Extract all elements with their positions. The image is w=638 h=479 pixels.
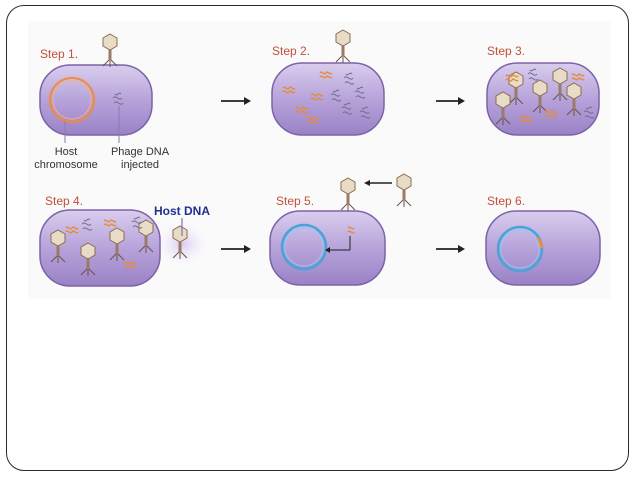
integrated-dna-segment xyxy=(536,237,544,249)
phage-dna-label-2: injected xyxy=(121,159,159,171)
host-dna-label: Host DNA xyxy=(154,204,210,218)
step-6-label: Step 6. xyxy=(487,194,525,208)
step-6-cell xyxy=(485,210,601,286)
arrow-icon xyxy=(436,97,465,105)
phage-dna-label-1: Phage DNA xyxy=(111,146,170,158)
phage-icon xyxy=(340,177,356,212)
arrow-icon xyxy=(436,245,465,253)
arrow-icon xyxy=(221,245,251,253)
bacterial-chromosome-ring xyxy=(280,223,328,271)
step-4-cell xyxy=(39,209,212,287)
host-chromosome-label-1: Host xyxy=(55,146,78,158)
step-2-label: Step 2. xyxy=(272,44,310,58)
arrow-icon xyxy=(221,97,251,105)
phage-icon xyxy=(396,173,412,208)
step-2-cell xyxy=(271,29,385,136)
host-chromosome-ring xyxy=(49,77,95,123)
host-chromosome-label-2: chromosome xyxy=(34,159,98,171)
phage-icon xyxy=(102,33,118,68)
step-3-cell xyxy=(486,62,600,136)
step-1-label: Step 1. xyxy=(40,47,78,61)
recombinant-chromosome-ring xyxy=(496,225,544,273)
step-1-cell xyxy=(39,33,153,143)
phage-icon xyxy=(335,29,351,64)
step-3-label: Step 3. xyxy=(487,44,525,58)
step-5-cell xyxy=(269,177,386,286)
step-4-label: Step 4. xyxy=(45,194,83,208)
arrow-icon xyxy=(364,180,392,186)
step-5-label: Step 5. xyxy=(276,194,314,208)
